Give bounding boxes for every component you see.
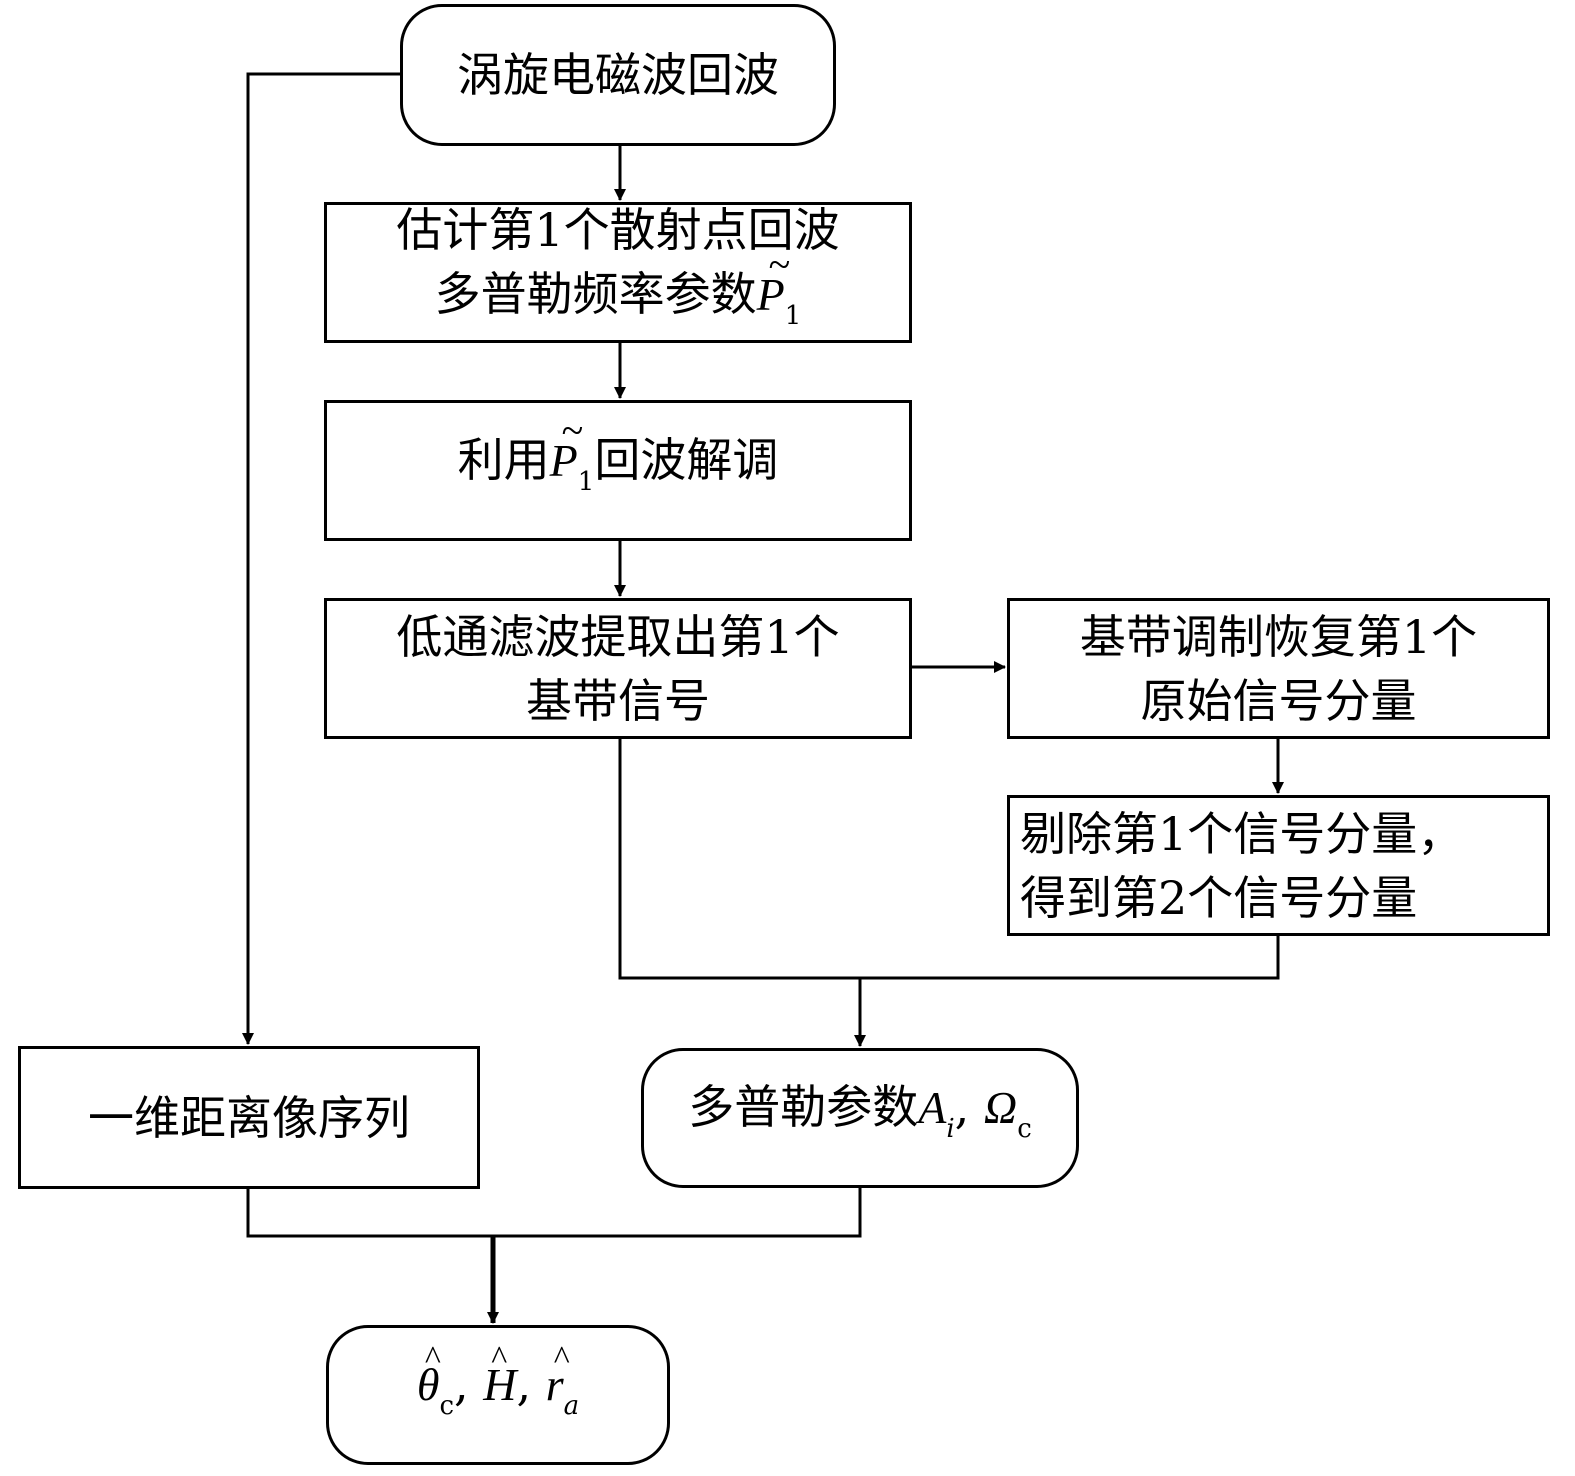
estimate-line2-prefix: 多普勒频率参数 [434,266,757,321]
start-label: 涡旋电磁波回波 [457,48,779,102]
theta-hat-symbol: θ [417,1327,441,1417]
r-subscript: a [563,1391,580,1421]
doppler-params-label: 多普勒参数Ai, Ωc [688,1075,1032,1161]
edge-lowpass-merge [618,738,1280,980]
edge-start-range [242,72,402,1045]
doppler-params-node: 多普勒参数Ai, Ωc [641,1048,1079,1188]
r-hat-symbol: r [546,1327,570,1417]
separator: , [516,1357,546,1411]
omega-subscript: c [1017,1114,1032,1144]
lowpass-line1: 低通滤波提取出第1个 [396,609,840,664]
demod-suffix: 回波解调 [594,432,779,487]
lowpass-filter-node: 低通滤波提取出第1个 基带信号 [324,598,912,739]
range-profile-label: 一维距离像序列 [88,1090,410,1145]
estimate-line2: 多普勒频率参数P1 [434,233,802,348]
remove-component-node: 剔除第1个信号分量， 得到第2个信号分量 [1007,795,1550,936]
p-subscript: 1 [784,300,802,331]
result-label: θc, H, ra [417,1327,580,1438]
demodulation-node: 利用P1回波解调 [324,399,912,541]
p-tilde-symbol: P [757,233,791,327]
separator: , [454,1357,484,1411]
separator: , [954,1080,984,1134]
h-hat-symbol: H [483,1327,516,1417]
baseband-recovery-node: 基带调制恢复第1个 原始信号分量 [1007,598,1550,739]
edge-range-doppler-merge [246,1188,862,1238]
p-subscript: 1 [577,466,595,497]
result-node: θc, H, ra [326,1325,670,1465]
remove-line1: 剔除第1个信号分量， [1020,806,1464,861]
estimate-doppler-node: 估计第1个散射点回波 多普勒频率参数P1 [324,202,912,343]
baseband-line1: 基带调制恢复第1个 [1079,609,1478,664]
doppler-prefix: 多普勒参数 [688,1080,919,1134]
p-tilde-symbol: P [550,399,584,493]
estimate-line1: 估计第1个散射点回波 [396,202,840,257]
baseband-line2: 原始信号分量 [1140,673,1417,728]
demod-label: 利用P1回波解调 [457,399,779,514]
omega-symbol: Ω [983,1082,1018,1133]
remove-line2: 得到第2个信号分量 [1020,870,1418,925]
a-subscript: i [946,1114,955,1144]
lowpass-line2: 基带信号 [526,673,710,728]
theta-subscript: c [439,1391,454,1421]
start-node: 涡旋电磁波回波 [400,4,836,146]
range-profile-node: 一维距离像序列 [18,1046,480,1189]
a-symbol: A [918,1082,947,1133]
demod-prefix: 利用 [457,432,550,487]
